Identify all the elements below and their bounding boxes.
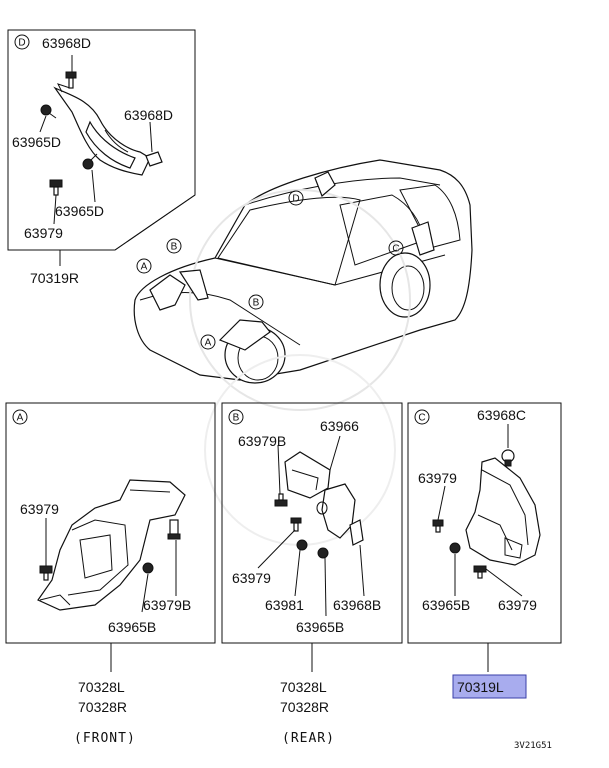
leader-63968b <box>359 544 365 597</box>
svg-text:C: C <box>418 413 425 424</box>
leader-63979-c-right <box>485 568 523 597</box>
label-63979-a: 63979 <box>20 501 59 517</box>
label-63968c: 63968C <box>477 407 526 423</box>
label-63979b-b: 63979B <box>238 433 286 449</box>
svg-text:B: B <box>171 242 178 253</box>
car-marker-a-lower: A <box>200 334 216 350</box>
clip-63968c <box>501 449 515 467</box>
label-70319l: 70319L <box>457 679 504 695</box>
car-marker-a-top: A <box>136 258 152 274</box>
car-front-liner-part-2 <box>178 269 209 301</box>
leader-63979-b <box>257 529 296 569</box>
car-front-liner-part <box>149 274 186 311</box>
label-70319r: 70319R <box>30 270 79 286</box>
clip-63968d-top <box>65 71 77 89</box>
watermark-seal-lower <box>204 354 396 546</box>
car-marker-b-top: B <box>166 238 182 254</box>
label-63979-c-left: 63979 <box>418 470 457 486</box>
leader-63965d-left <box>39 115 47 133</box>
label-70328r-front: 70328R <box>78 699 127 715</box>
caption-front: (FRONT) <box>74 731 136 746</box>
panel-d-marker: D <box>14 34 30 50</box>
panel-a-marker: A <box>12 409 28 425</box>
clip-63979b-b <box>274 493 288 507</box>
leader-63966 <box>329 435 341 471</box>
panel-a: A 63979 63979B 63965B 70328L 70328R (FRO… <box>5 402 216 746</box>
panel-c-frame <box>407 402 562 644</box>
panel-d-marker-text: D <box>18 38 25 49</box>
svg-text:D: D <box>292 194 299 205</box>
clip-63979-c-left <box>432 519 444 533</box>
label-63965b-a: 63965B <box>108 619 156 635</box>
label-63979-b: 63979 <box>232 570 271 586</box>
screw-63965d-bottom <box>82 153 98 170</box>
label-63965b-b: 63965B <box>296 619 344 635</box>
label-70328l-rear: 70328L <box>280 679 327 695</box>
car-rear-right-liner-part <box>411 221 435 256</box>
svg-text:A: A <box>205 338 212 349</box>
label-63965d-bottom: 63965D <box>55 203 104 219</box>
leader-63979b-b <box>277 444 281 495</box>
panel-d: D <box>7 29 196 286</box>
car-trim-part <box>314 171 336 198</box>
screw-63965d-left <box>40 104 57 119</box>
label-70328l-front: 70328L <box>78 679 125 695</box>
car-marker-b-lower: B <box>248 294 264 310</box>
front-fender-liner <box>37 479 186 611</box>
rear-right-liner <box>465 457 541 566</box>
svg-text:C: C <box>392 244 399 255</box>
panel-c-marker: C <box>414 409 430 425</box>
label-63979-c-right: 63979 <box>498 597 537 613</box>
leader-63979-c-left <box>437 485 446 521</box>
svg-text:A: A <box>17 413 24 424</box>
station-wagon-car: A B B A D C <box>133 159 473 546</box>
label-63968d-right: 63968D <box>124 107 173 123</box>
label-63981: 63981 <box>265 597 304 613</box>
leader-63968d-right <box>149 121 153 153</box>
clip-63979b-a <box>167 519 181 540</box>
label-63968b: 63968B <box>333 597 381 613</box>
label-70328r-rear: 70328R <box>280 699 329 715</box>
label-63965d-left: 63965D <box>12 134 61 150</box>
panel-b-marker: B <box>228 409 244 425</box>
car-marker-d: D <box>288 190 304 206</box>
label-63965b-c: 63965B <box>422 597 470 613</box>
clip-63979-c-right <box>473 565 487 579</box>
panel-c: C 63968C 63979 63965B 63979 <box>407 402 562 699</box>
clip-63968d-right <box>145 151 163 167</box>
watermark-seal <box>189 189 411 411</box>
clip-63979-b <box>290 517 302 532</box>
car-marker-c: C <box>388 240 404 256</box>
caption-rear: (REAR) <box>282 731 335 746</box>
leader-63965d-bottom <box>91 169 96 203</box>
leader-63981 <box>294 549 301 597</box>
rear-pillar-trim <box>53 83 151 176</box>
highlight-70319l <box>452 674 527 699</box>
rear-liner-lower <box>316 483 364 546</box>
screw-63965b-c <box>449 542 461 554</box>
clip-63979-a <box>39 565 53 581</box>
svg-text:B: B <box>233 413 240 424</box>
svg-text:A: A <box>141 262 148 273</box>
leader-63965b-a <box>141 573 149 613</box>
car-rear-liner-part <box>218 319 271 351</box>
leader-63979-d <box>53 194 57 225</box>
rear-liner-upper <box>284 451 331 499</box>
figure-code: 3V21G51 <box>514 741 552 751</box>
label-63979b-a: 63979B <box>143 597 191 613</box>
label-63968d-top: 63968D <box>42 35 91 51</box>
screw-63965b-b <box>317 547 329 559</box>
label-63966: 63966 <box>320 418 359 434</box>
screw-63981-b <box>296 539 308 551</box>
label-63979-d: 63979 <box>24 225 63 241</box>
svg-text:B: B <box>253 298 260 309</box>
panel-b: B 63979B 63966 6 <box>221 402 403 746</box>
leader-63965b-b <box>324 557 327 617</box>
panel-d-leader <box>114 194 196 251</box>
screw-63965b-a <box>142 562 154 574</box>
clip-63979-bottom <box>49 179 63 196</box>
